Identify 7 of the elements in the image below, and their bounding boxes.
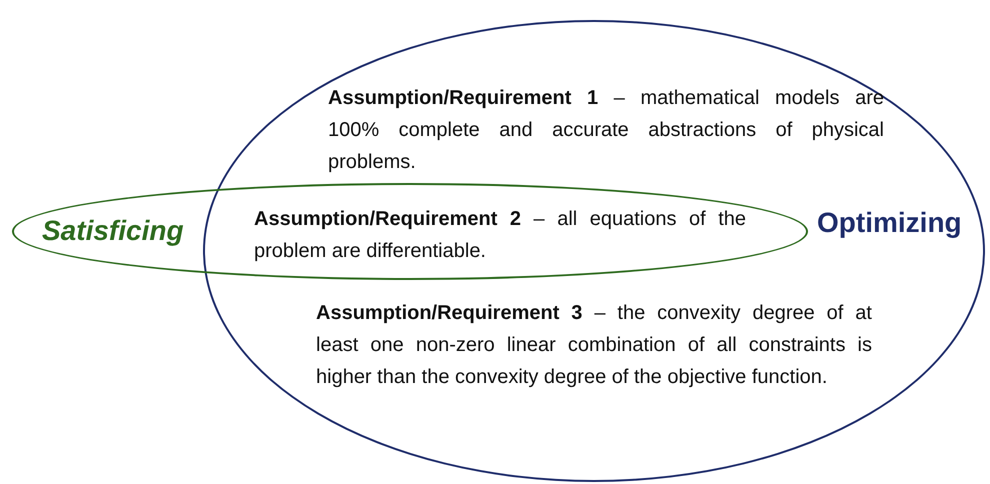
- ellipse-region: [203, 20, 985, 482]
- region-title: Satisficing: [42, 215, 184, 247]
- assumption-text: Assumption/Requirement 1 – mathematical models are 100% complete and accurate abstractions of physical problems.: [328, 86, 884, 175]
- assumption-text: Assumption/Requirement 2 – all equations of the problem are differentiable.: [254, 207, 746, 264]
- assumption-text: Assumption/Requirement 3 – the convexity degree of at least one non-zero linear combination of all constraints is higher than the convexity degree of the objective function.: [316, 301, 872, 390]
- region-title: Optimizing: [817, 207, 962, 239]
- ellipse-region: [12, 183, 808, 280]
